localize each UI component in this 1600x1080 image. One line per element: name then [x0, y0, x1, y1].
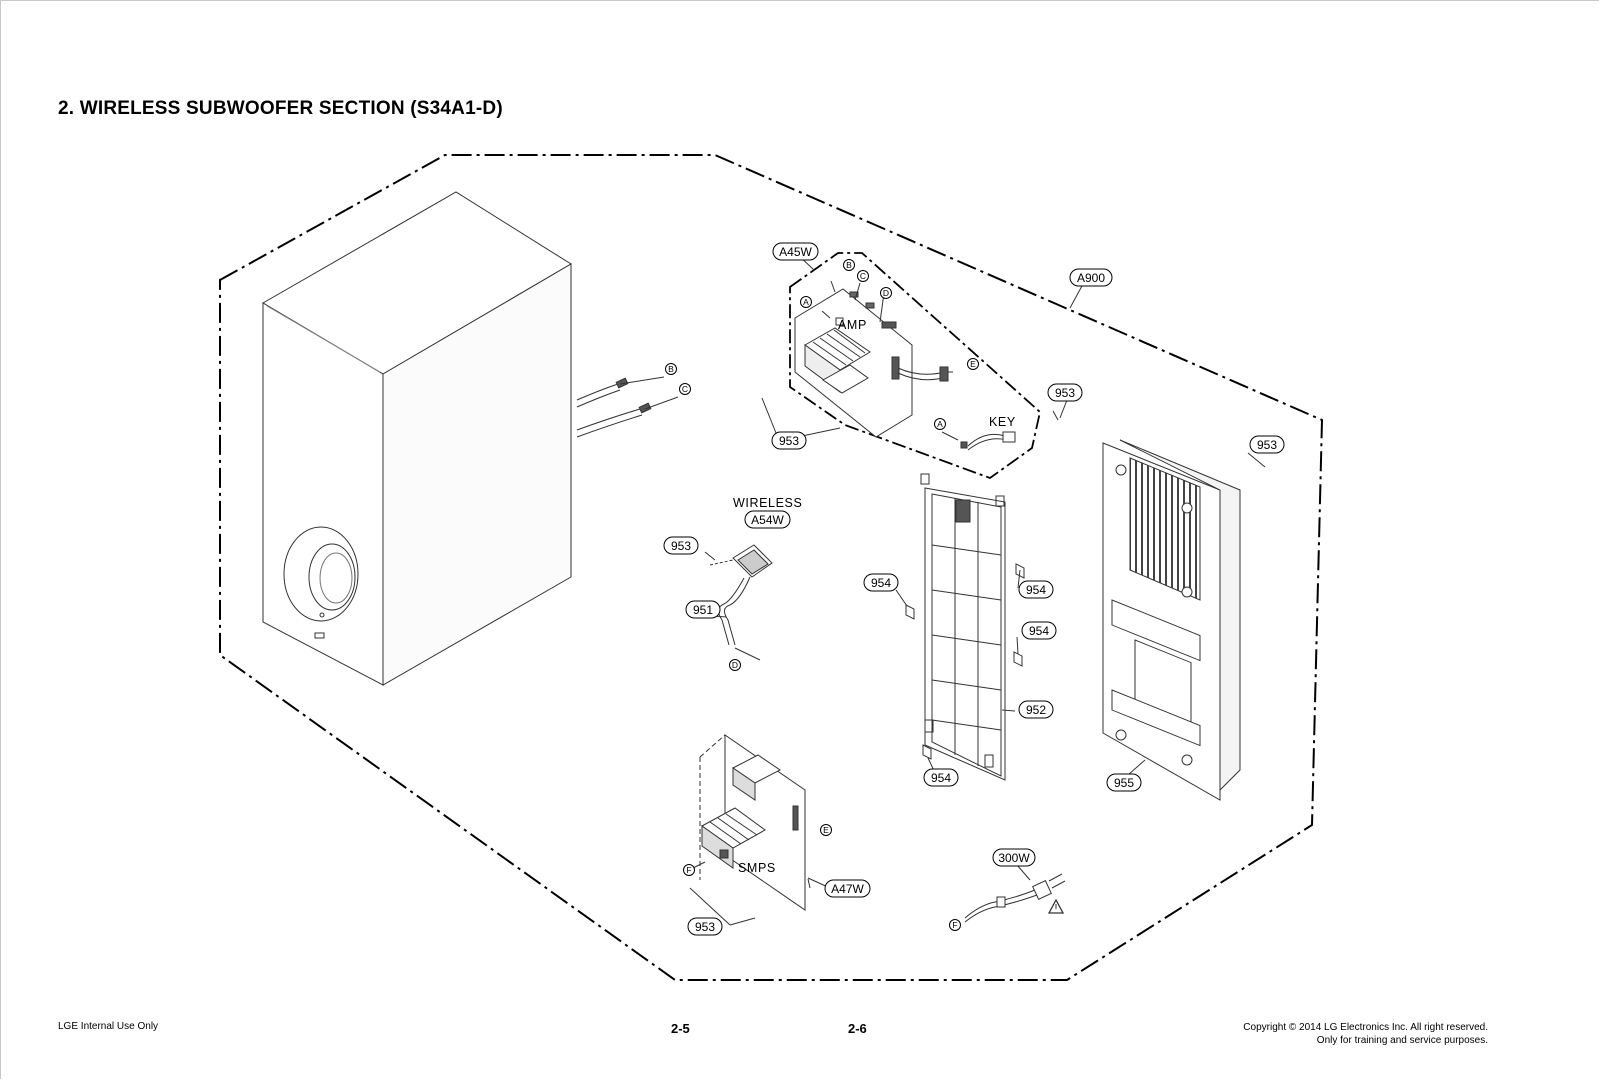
connector-f-smps: F [683, 864, 695, 876]
footer-page-left: 2-5 [671, 1021, 690, 1036]
svg-text:952: 952 [1026, 703, 1046, 717]
label-wireless: WIRELESS [733, 496, 802, 510]
svg-text:E: E [823, 825, 829, 835]
svg-text:A45W: A45W [779, 245, 812, 259]
board-labels: AMP KEY WIRELESS SMPS [733, 318, 1016, 875]
copyright-line-1: Copyright © 2014 LG Electronics Inc. All… [1243, 1022, 1488, 1033]
svg-text:B: B [846, 260, 852, 270]
svg-text:F: F [952, 920, 957, 930]
connector-c-amp: C [857, 270, 869, 282]
callout-952: 952 [1018, 700, 1054, 719]
callout-953-rear: 953 [1249, 435, 1285, 454]
footer-internal-note: LGE Internal Use Only [58, 1021, 159, 1032]
connector-c-cabinet: C [679, 383, 691, 395]
svg-text:953: 953 [671, 539, 691, 553]
label-key: KEY [989, 415, 1016, 429]
connector-e-amp: E [967, 358, 979, 370]
svg-text:B: B [668, 364, 674, 374]
svg-text:C: C [860, 271, 866, 281]
smps-heatsink-bottom [701, 807, 766, 869]
svg-text:953: 953 [1055, 386, 1075, 400]
callout-951: 951 [685, 600, 721, 619]
callout-953-smps: 953 [687, 917, 723, 936]
svg-text:A: A [803, 297, 809, 307]
connector-a-amp: A [800, 296, 812, 308]
callout-953-amp-top: 953 [1047, 383, 1083, 402]
connector-a-key: A [934, 418, 946, 430]
connector-b-cabinet: B [665, 363, 677, 375]
footer-copyright: Copyright © 2014 LG Electronics Inc. All… [1243, 1021, 1488, 1047]
svg-text:951: 951 [693, 603, 713, 617]
callout-954-right-mid: 954 [1021, 621, 1057, 640]
svg-text:C: C [682, 384, 688, 394]
front-frame [920, 473, 1006, 781]
svg-text:E: E [970, 359, 976, 369]
svg-text:954: 954 [1026, 583, 1046, 597]
callout-954-bottom: 954 [923, 768, 959, 787]
svg-text:955: 955 [1114, 776, 1134, 790]
svg-text:F: F [686, 865, 691, 875]
svg-text:954: 954 [931, 771, 951, 785]
callout-955: 955 [1106, 773, 1142, 792]
svg-text:300W: 300W [998, 851, 1030, 865]
svg-text:953: 953 [779, 434, 799, 448]
connector-b-amp: B [843, 259, 855, 271]
svg-text:954: 954 [871, 576, 891, 590]
callout-a47w: A47W [824, 879, 871, 898]
callout-a900: A900 [1069, 268, 1113, 287]
callout-954-right-top: 954 [1018, 580, 1054, 599]
connector-d-wireless: D [729, 659, 741, 671]
page-title: 2. WIRELESS SUBWOOFER SECTION (S34A1-D) [58, 98, 503, 119]
callout-953-amp: 953 [771, 431, 807, 450]
a900-boundary [219, 154, 1324, 981]
key-board [960, 431, 1016, 451]
connector-d-amp: D [880, 287, 892, 299]
callout-a45w: A45W [772, 242, 819, 261]
a45w-boundary [789, 252, 1041, 480]
copyright-line-2: Only for training and service purposes. [1316, 1035, 1488, 1046]
amp-heatsink [804, 327, 871, 394]
smps-heatsink-top [732, 754, 781, 801]
svg-text:D: D [883, 288, 889, 298]
rear-panel [1102, 439, 1241, 801]
connector-e-smps: E [820, 824, 832, 836]
leader-lines [619, 253, 1266, 926]
connector-markers: B C B C D A E A D E F F [665, 259, 979, 931]
footer-page-right: 2-6 [848, 1021, 867, 1036]
callout-954-left: 954 [863, 573, 899, 592]
subwoofer-cabinet [262, 191, 572, 686]
callouts: A45W A900 953 953 953 A54W 953 951 [663, 242, 1285, 936]
power-cord [964, 873, 1066, 923]
callout-300w: 300W [992, 848, 1036, 867]
svg-text:D: D [732, 660, 738, 670]
wireless-module [709, 544, 773, 646]
callout-953-wireless: 953 [663, 536, 699, 555]
svg-text:953: 953 [1257, 438, 1277, 452]
label-smps: SMPS [738, 861, 776, 875]
svg-text:A54W: A54W [751, 513, 784, 527]
speaker-wires [576, 377, 652, 438]
svg-text:A: A [937, 419, 943, 429]
connector-f-cord: F [949, 919, 961, 931]
svg-text:954: 954 [1029, 624, 1049, 638]
amp-board [794, 288, 949, 438]
smps-board [699, 734, 806, 911]
label-amp: AMP [838, 318, 867, 332]
svg-text:A47W: A47W [831, 882, 864, 896]
callout-a54w: A54W [744, 510, 791, 529]
svg-text:953: 953 [695, 920, 715, 934]
svg-text:A900: A900 [1077, 271, 1105, 285]
